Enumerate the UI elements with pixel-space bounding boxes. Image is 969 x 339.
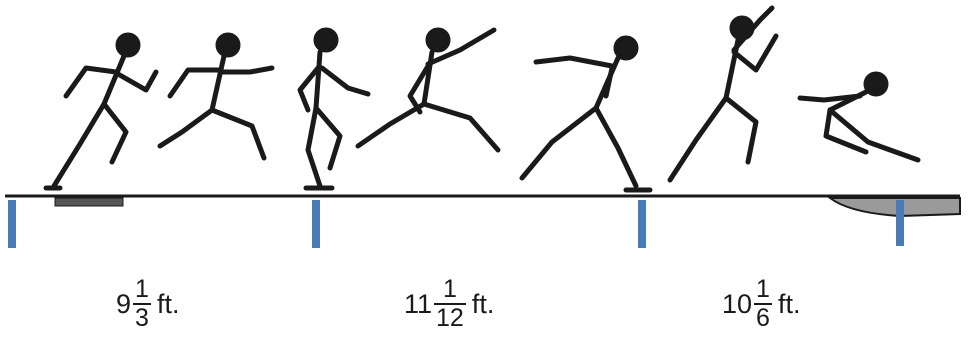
fraction-bar [133,303,151,305]
sand-pit [826,197,961,218]
athlete-figure-takeoff [157,32,275,161]
step-whole: 11 [404,288,433,319]
jump-whole: 10 [722,288,753,319]
jump-denominator: 6 [756,304,770,332]
athlete-figure-jump [667,5,779,183]
marker-start [8,200,16,248]
athlete-figure-approach [43,32,159,191]
step-unit: ft. [471,288,495,319]
athlete-figure-step-landing [519,35,653,193]
marker-step-end [638,200,646,248]
hop-numerator: 1 [135,275,149,303]
jump-fraction: 1 6 [754,276,772,332]
distance-label-step: 11 1 12 ft. [404,276,494,332]
hop-whole: 9 [116,288,132,319]
jump-numerator: 1 [756,275,770,303]
distance-label-jump: 10 1 6 ft. [722,276,800,332]
athlete-figure-pit-landing [797,71,921,163]
takeoff-board [54,197,124,207]
fraction-bar [754,303,772,305]
fraction-bar [434,303,466,305]
athlete-figure-hop-landing [297,27,371,191]
step-denominator: 12 [436,304,464,332]
jump-unit: ft. [777,288,801,319]
step-fraction: 1 12 [434,276,466,332]
marker-hop-end [312,200,320,248]
step-numerator: 1 [442,275,457,303]
marker-jump-end [896,200,904,246]
distance-label-hop: 9 1 3 ft. [116,276,179,332]
athlete-figure-step [355,27,501,153]
hop-fraction: 1 3 [133,276,151,332]
hop-denominator: 3 [135,304,149,332]
hop-unit: ft. [156,288,180,319]
